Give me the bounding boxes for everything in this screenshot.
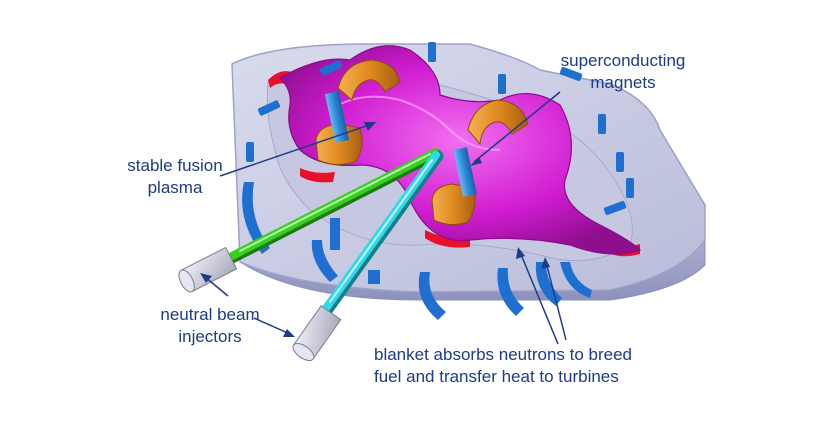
arrowhead <box>283 329 295 337</box>
clip <box>497 268 524 316</box>
clip <box>368 270 380 284</box>
leader-lines <box>200 91 567 345</box>
label-neutral-beam-injectors: neutral beam injectors <box>150 304 270 348</box>
arrowhead <box>470 157 482 166</box>
clip <box>418 272 446 320</box>
leader-line-magnets <box>473 91 561 163</box>
label-line: neutral beam <box>160 305 260 324</box>
label-blanket: blanket absorbs neutrons to breed fuel a… <box>374 344 632 388</box>
clip <box>242 182 270 254</box>
label-superconducting-magnets: superconducting magnets <box>548 50 698 94</box>
clip <box>319 60 343 76</box>
label-line: fuel and transfer heat to turbines <box>374 367 619 386</box>
leader-line-plasma <box>219 123 373 177</box>
divertor-strip <box>300 168 335 183</box>
clip <box>257 100 281 116</box>
clip <box>428 42 436 62</box>
neutral-beam-injectors <box>178 148 444 361</box>
clip <box>535 262 562 306</box>
clip <box>498 74 506 94</box>
leader-line-blanket-a <box>519 251 559 345</box>
clip <box>616 152 624 172</box>
clip <box>311 240 338 282</box>
magnet-coil <box>467 99 529 146</box>
label-line: blanket absorbs neutrons to breed <box>374 345 633 364</box>
magnet-support <box>324 91 350 143</box>
label-line: magnets <box>590 73 656 92</box>
green-beam-injector <box>178 148 442 293</box>
cyan-beam-injector <box>292 150 444 361</box>
arrowhead <box>200 273 212 283</box>
clip <box>559 67 583 81</box>
arrowhead <box>541 257 550 269</box>
magnet-support <box>453 147 477 197</box>
clip <box>598 114 606 134</box>
magnets <box>315 59 529 226</box>
green-beam-shine <box>239 153 431 252</box>
magnet-coil <box>337 59 401 101</box>
label-stable-fusion-plasma: stable fusion plasma <box>120 155 230 199</box>
clip <box>330 218 340 250</box>
clip <box>626 178 634 198</box>
label-line: plasma <box>147 178 203 197</box>
leader-line-injectors-b <box>253 317 291 335</box>
leader-line-blanket-b <box>545 261 567 341</box>
leader-line-injectors-a <box>204 276 229 297</box>
blanket-clips <box>242 42 634 320</box>
plasma-highlight <box>329 95 501 151</box>
label-line: injectors <box>178 327 242 346</box>
magnet-coil <box>315 123 363 166</box>
green-injector-tube <box>178 246 238 293</box>
clip <box>603 201 627 215</box>
arrowhead <box>516 247 525 259</box>
cyan-beam-shine <box>329 159 433 303</box>
clip <box>560 262 592 298</box>
cyan-injector-tube <box>292 305 342 361</box>
clip <box>246 142 254 162</box>
label-line: stable fusion <box>127 156 223 175</box>
arrowhead <box>364 122 376 131</box>
label-line: superconducting <box>560 51 686 70</box>
